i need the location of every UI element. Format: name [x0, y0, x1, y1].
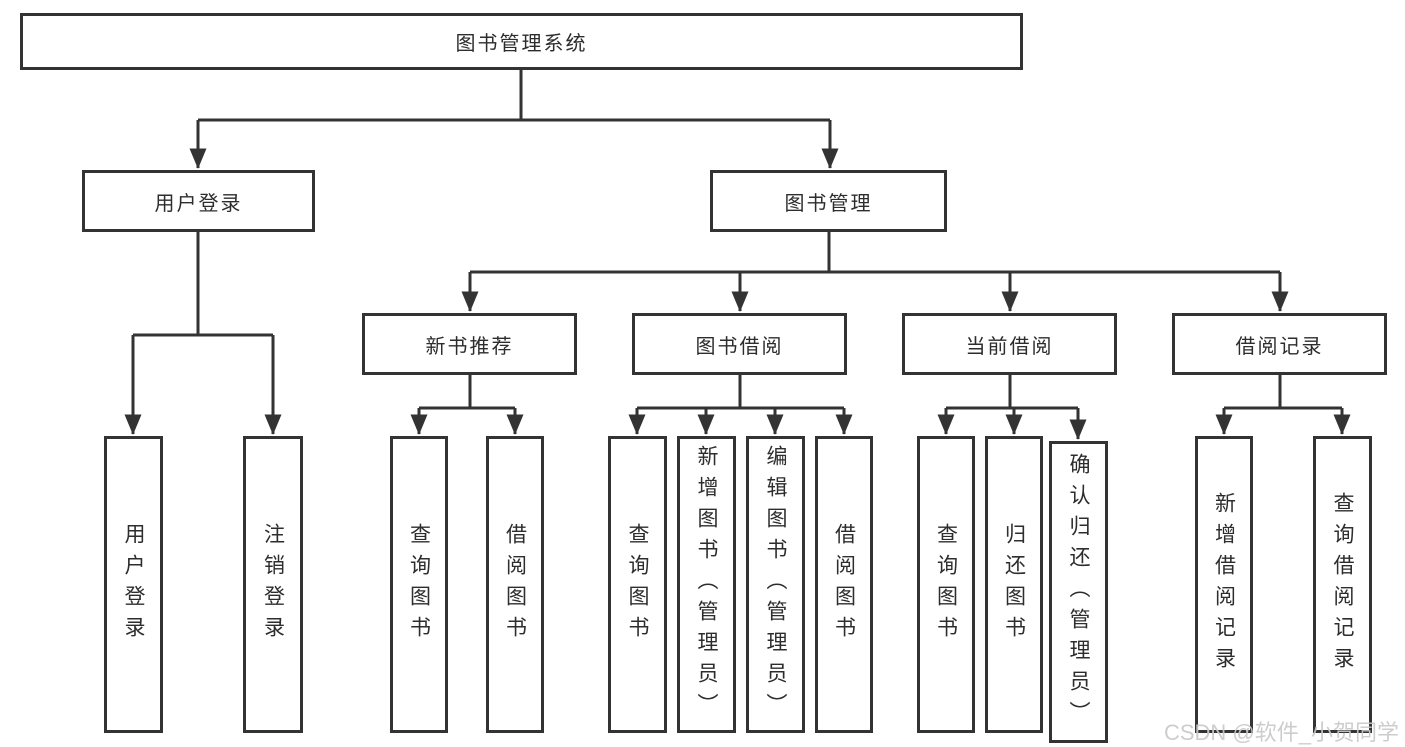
node-leaf-recommend-borrow-books-label: 借阅图书: [503, 522, 527, 647]
node-leaf-current-query-books-label: 查询图书: [934, 522, 958, 647]
node-leaf-add-books-admin: 新增图书（管理员）: [677, 436, 736, 733]
node-leaf-add-borrow-record: 新增借阅记录: [1195, 436, 1253, 733]
node-leaf-recommend-query-books: 查询图书: [390, 436, 448, 733]
node-leaf-user-login-label: 用户登录: [122, 522, 145, 647]
node-book-borrowing: 图书借阅: [632, 313, 847, 375]
connector-segments: [124, 70, 1351, 440]
node-root: 图书管理系统: [20, 13, 1023, 70]
node-leaf-borrowing-query-books: 查询图书: [608, 436, 667, 733]
node-leaf-borrowing-borrow-books-label: 借阅图书: [832, 522, 856, 647]
node-leaf-current-query-books: 查询图书: [917, 436, 975, 733]
node-book-borrowing-label: 图书借阅: [695, 335, 784, 358]
node-user-login: 用户登录: [82, 170, 315, 232]
node-leaf-user-login: 用户登录: [104, 436, 163, 733]
node-leaf-recommend-query-books-label: 查询图书: [407, 522, 431, 647]
node-new-book-recommendation-label: 新书推荐: [425, 335, 514, 358]
node-leaf-query-borrow-record: 查询借阅记录: [1313, 436, 1372, 733]
csdn-watermark: CSDN @软件_小贺同学: [1163, 720, 1399, 745]
node-leaf-confirm-return-admin-label: 确认归还（管理员）: [1067, 452, 1090, 732]
node-leaf-logout: 注销登录: [243, 436, 303, 733]
node-leaf-borrowing-query-books-label: 查询图书: [626, 522, 649, 647]
node-leaf-logout-label: 注销登录: [261, 522, 285, 647]
node-leaf-edit-books-admin-label: 编辑图书（管理员）: [764, 445, 787, 724]
node-leaf-query-borrow-record-label: 查询借阅记录: [1331, 491, 1354, 678]
node-current-borrowing: 当前借阅: [902, 313, 1117, 375]
node-leaf-edit-books-admin: 编辑图书（管理员）: [746, 436, 805, 733]
node-borrowing-records-label: 借阅记录: [1235, 335, 1324, 358]
node-user-login-label: 用户登录: [154, 192, 243, 215]
node-leaf-confirm-return-admin: 确认归还（管理员）: [1049, 441, 1108, 743]
node-leaf-add-books-admin-label: 新增图书（管理员）: [695, 445, 718, 724]
node-leaf-return-books: 归还图书: [985, 436, 1043, 733]
node-leaf-add-borrow-record-label: 新增借阅记录: [1212, 491, 1236, 678]
node-root-label: 图书管理系统: [455, 33, 588, 55]
node-leaf-return-books-label: 归还图书: [1002, 522, 1026, 647]
node-book-management-label: 图书管理: [784, 192, 873, 215]
node-leaf-borrowing-borrow-books: 借阅图书: [815, 436, 873, 733]
node-book-management: 图书管理: [710, 170, 947, 232]
node-new-book-recommendation: 新书推荐: [362, 313, 577, 375]
node-borrowing-records: 借阅记录: [1172, 313, 1387, 375]
node-current-borrowing-label: 当前借阅: [965, 335, 1054, 358]
node-leaf-recommend-borrow-books: 借阅图书: [486, 436, 544, 733]
